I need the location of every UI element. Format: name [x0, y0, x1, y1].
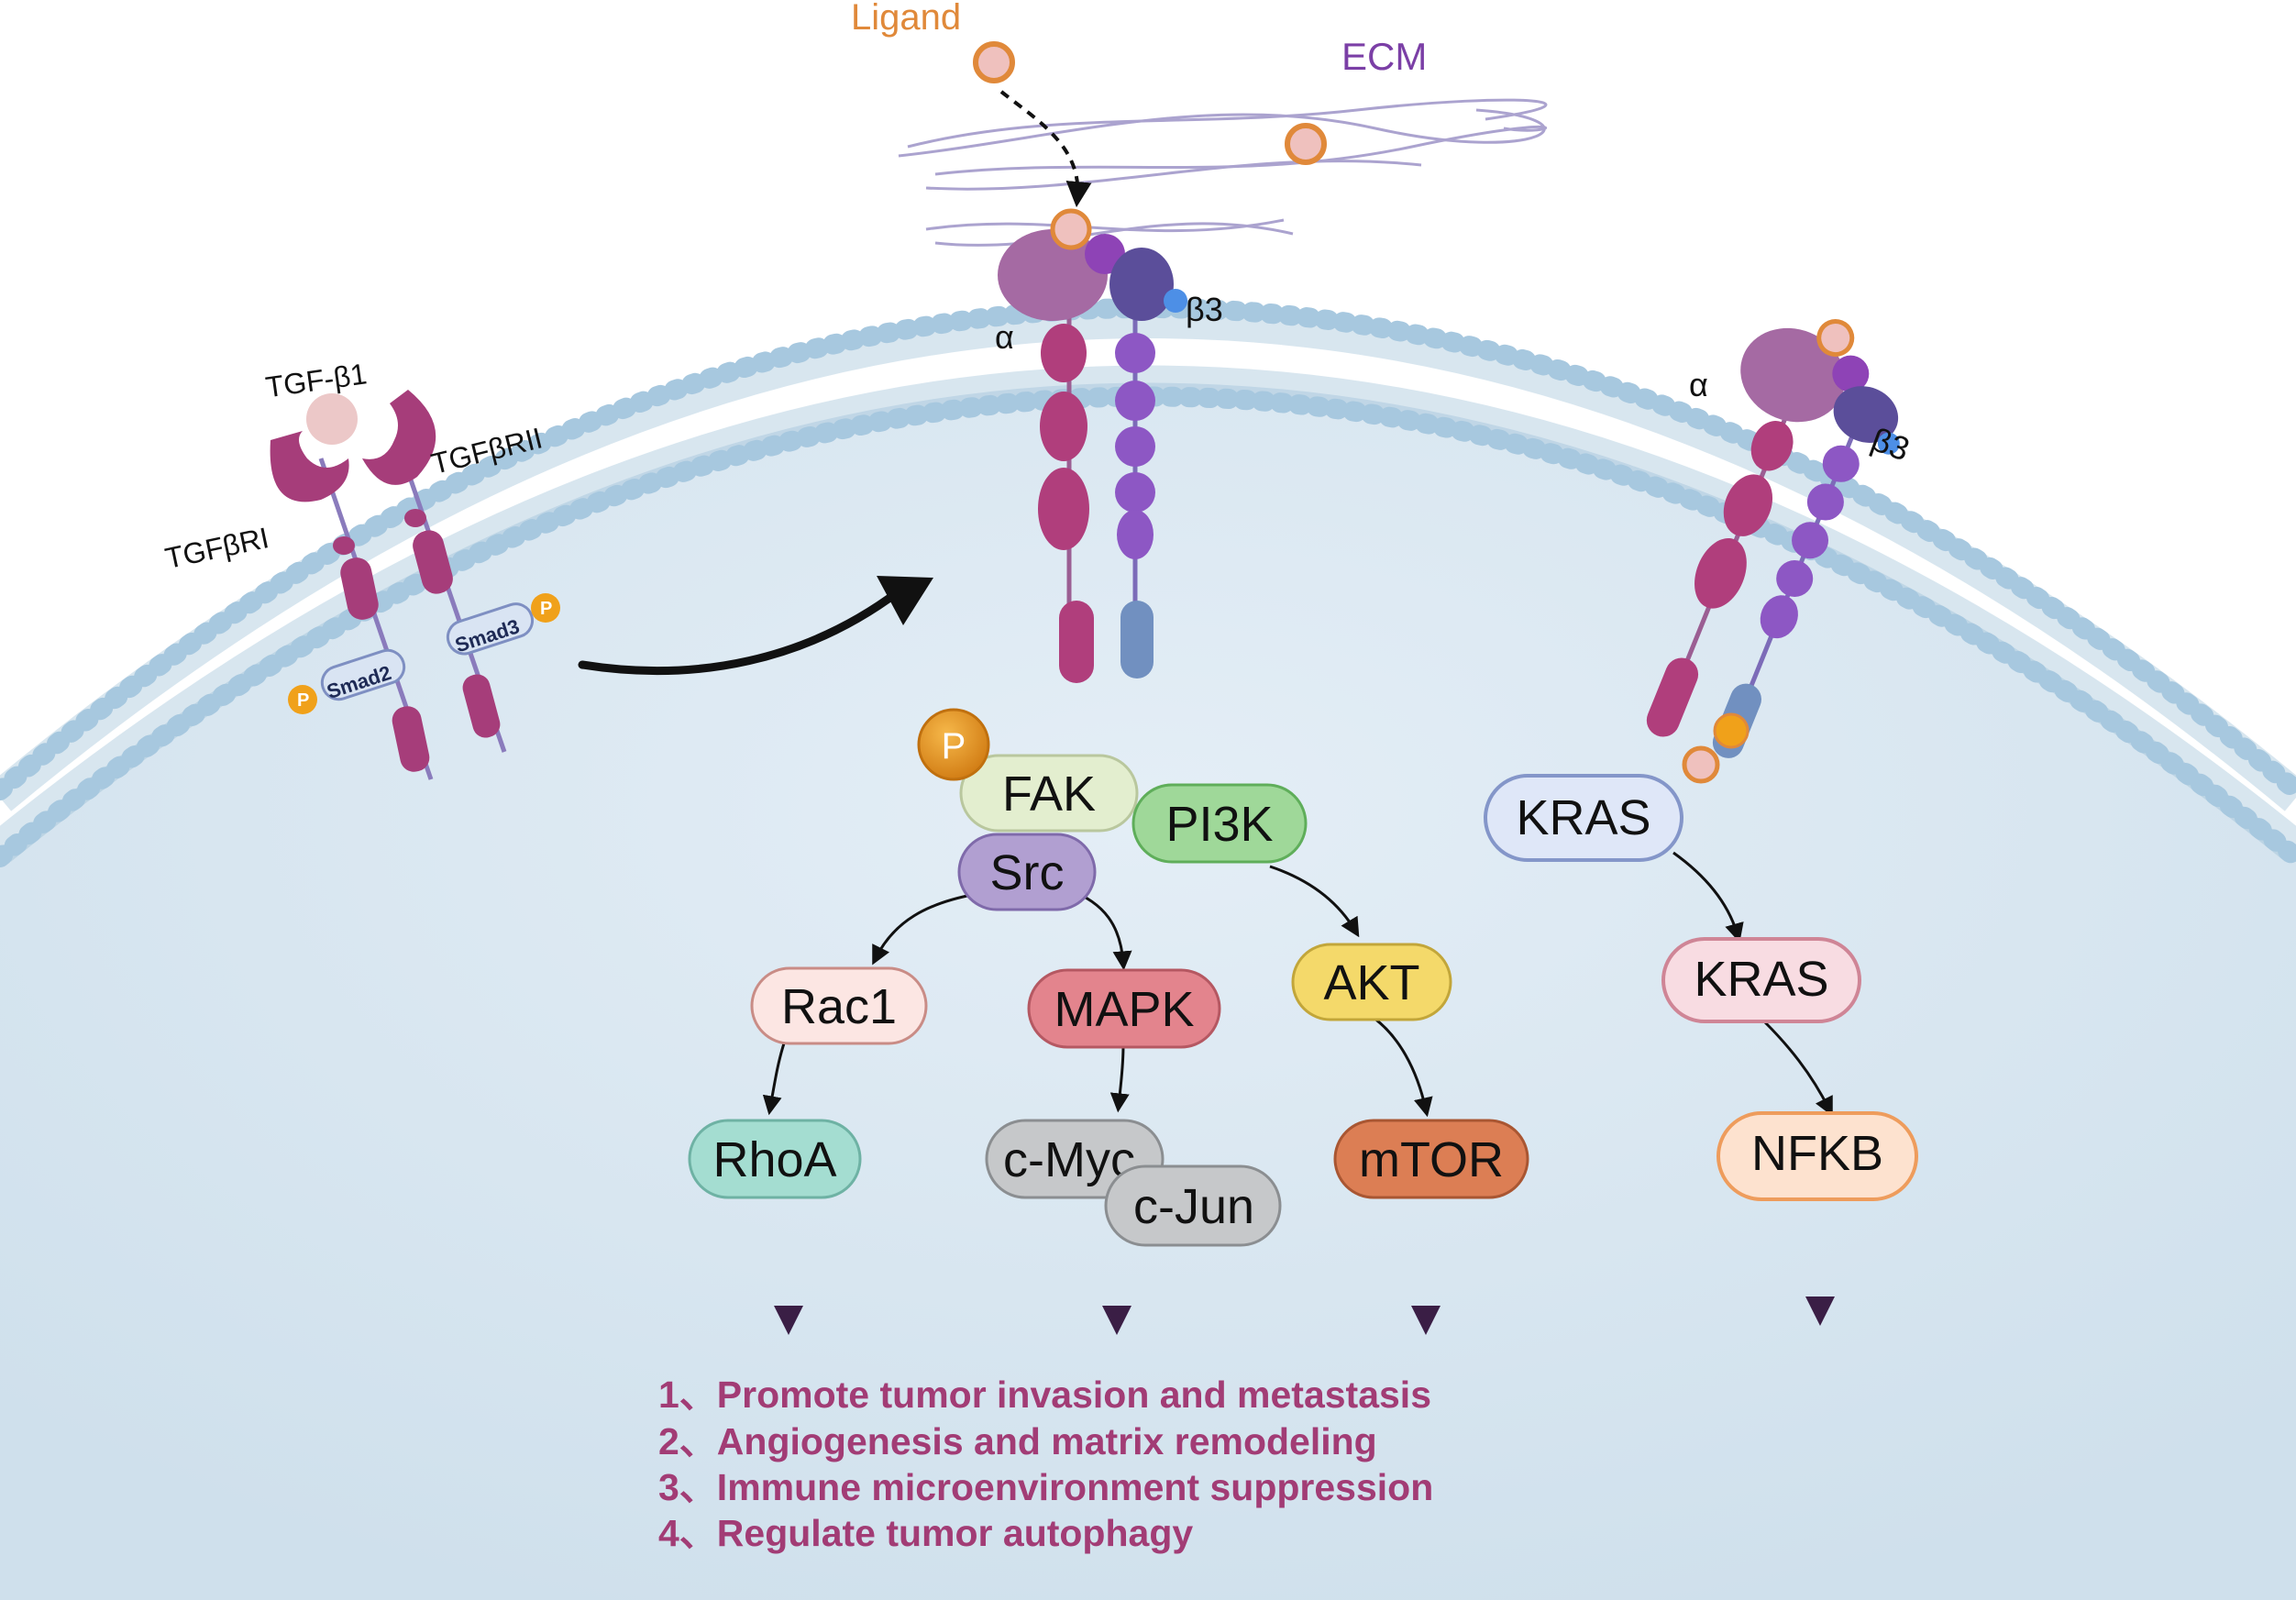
activation-arrow-head: [877, 576, 933, 625]
outcome-4: 4、Regulate tumor autophagy: [658, 1512, 1193, 1554]
kras-top-node: [1484, 774, 1683, 862]
pi3k-label: PI3K: [1165, 797, 1273, 852]
outcomes-list: 1、Promote tumor invasion and metastasis …: [658, 1374, 1433, 1554]
right-integrin-ligand-a: [1713, 712, 1750, 749]
mtor-node: [1333, 1119, 1529, 1199]
fak-label: FAK: [1002, 767, 1096, 822]
ligand-path-arrow: [999, 90, 1092, 208]
nfkb-label: NFKB: [1751, 1126, 1883, 1181]
rhoa-node: [688, 1119, 862, 1199]
ligand-free: [973, 41, 1015, 83]
integrin-center: [998, 208, 1187, 683]
tgf-b1-label: TGF-β1: [263, 357, 369, 403]
smad2-p-label: P: [297, 690, 309, 711]
fak-phospho-icon: [917, 708, 990, 781]
cjun-label: c-Jun: [1133, 1179, 1254, 1234]
mtor-label: mTOR: [1359, 1132, 1504, 1187]
beta3-label-center: β3: [1186, 291, 1223, 328]
rhoa-label: RhoA: [712, 1132, 836, 1187]
smad3-p-label: P: [540, 599, 552, 619]
mapk-label: MAPK: [1054, 982, 1194, 1037]
alpha-label-center: α: [995, 318, 1014, 356]
src-node: [957, 833, 1097, 911]
ecm-fibers: [898, 98, 1548, 247]
cjun-node: [1104, 1164, 1282, 1247]
akt-label: AKT: [1323, 955, 1419, 1010]
pi3k-node: [1131, 783, 1308, 864]
outcome-3: 3、Immune microenvironment suppression: [658, 1466, 1433, 1508]
kras-top-label: KRAS: [1516, 790, 1650, 845]
ligand-label: Ligand: [851, 0, 961, 38]
akt-node: [1291, 943, 1452, 1021]
rac1-node: [750, 966, 928, 1045]
outcome-1: 1、Promote tumor invasion and metastasis: [658, 1374, 1431, 1416]
nfkb-node: [1716, 1111, 1918, 1201]
mapk-node: [1027, 968, 1221, 1049]
tgfbr1-label: TGFβRI: [162, 521, 271, 575]
ecm-label: ECM: [1341, 35, 1427, 78]
outcome-2: 2、Angiogenesis and matrix remodeling: [658, 1420, 1377, 1462]
activation-arrow: [578, 587, 903, 676]
src-label: Src: [990, 845, 1065, 900]
ligand-ecm-bound: [1285, 123, 1327, 165]
output-arrows: [774, 1219, 1835, 1335]
kras-mid-node: [1661, 937, 1861, 1023]
fak-phospho-label: P: [942, 726, 966, 767]
kras-mid-label: KRAS: [1694, 952, 1828, 1007]
tgf-b1-ligand: [306, 393, 358, 445]
right-integrin-ligand-b: [1682, 745, 1720, 784]
alpha-label-right: α: [1689, 366, 1708, 403]
rac1-label: Rac1: [781, 979, 897, 1034]
cmyc-label: c-Myc: [1003, 1132, 1135, 1187]
fak-node: [959, 754, 1139, 833]
tgf-beta-receptors: [270, 390, 560, 780]
smad3-phospho: [531, 593, 560, 623]
smad2-phospho: [288, 685, 317, 714]
